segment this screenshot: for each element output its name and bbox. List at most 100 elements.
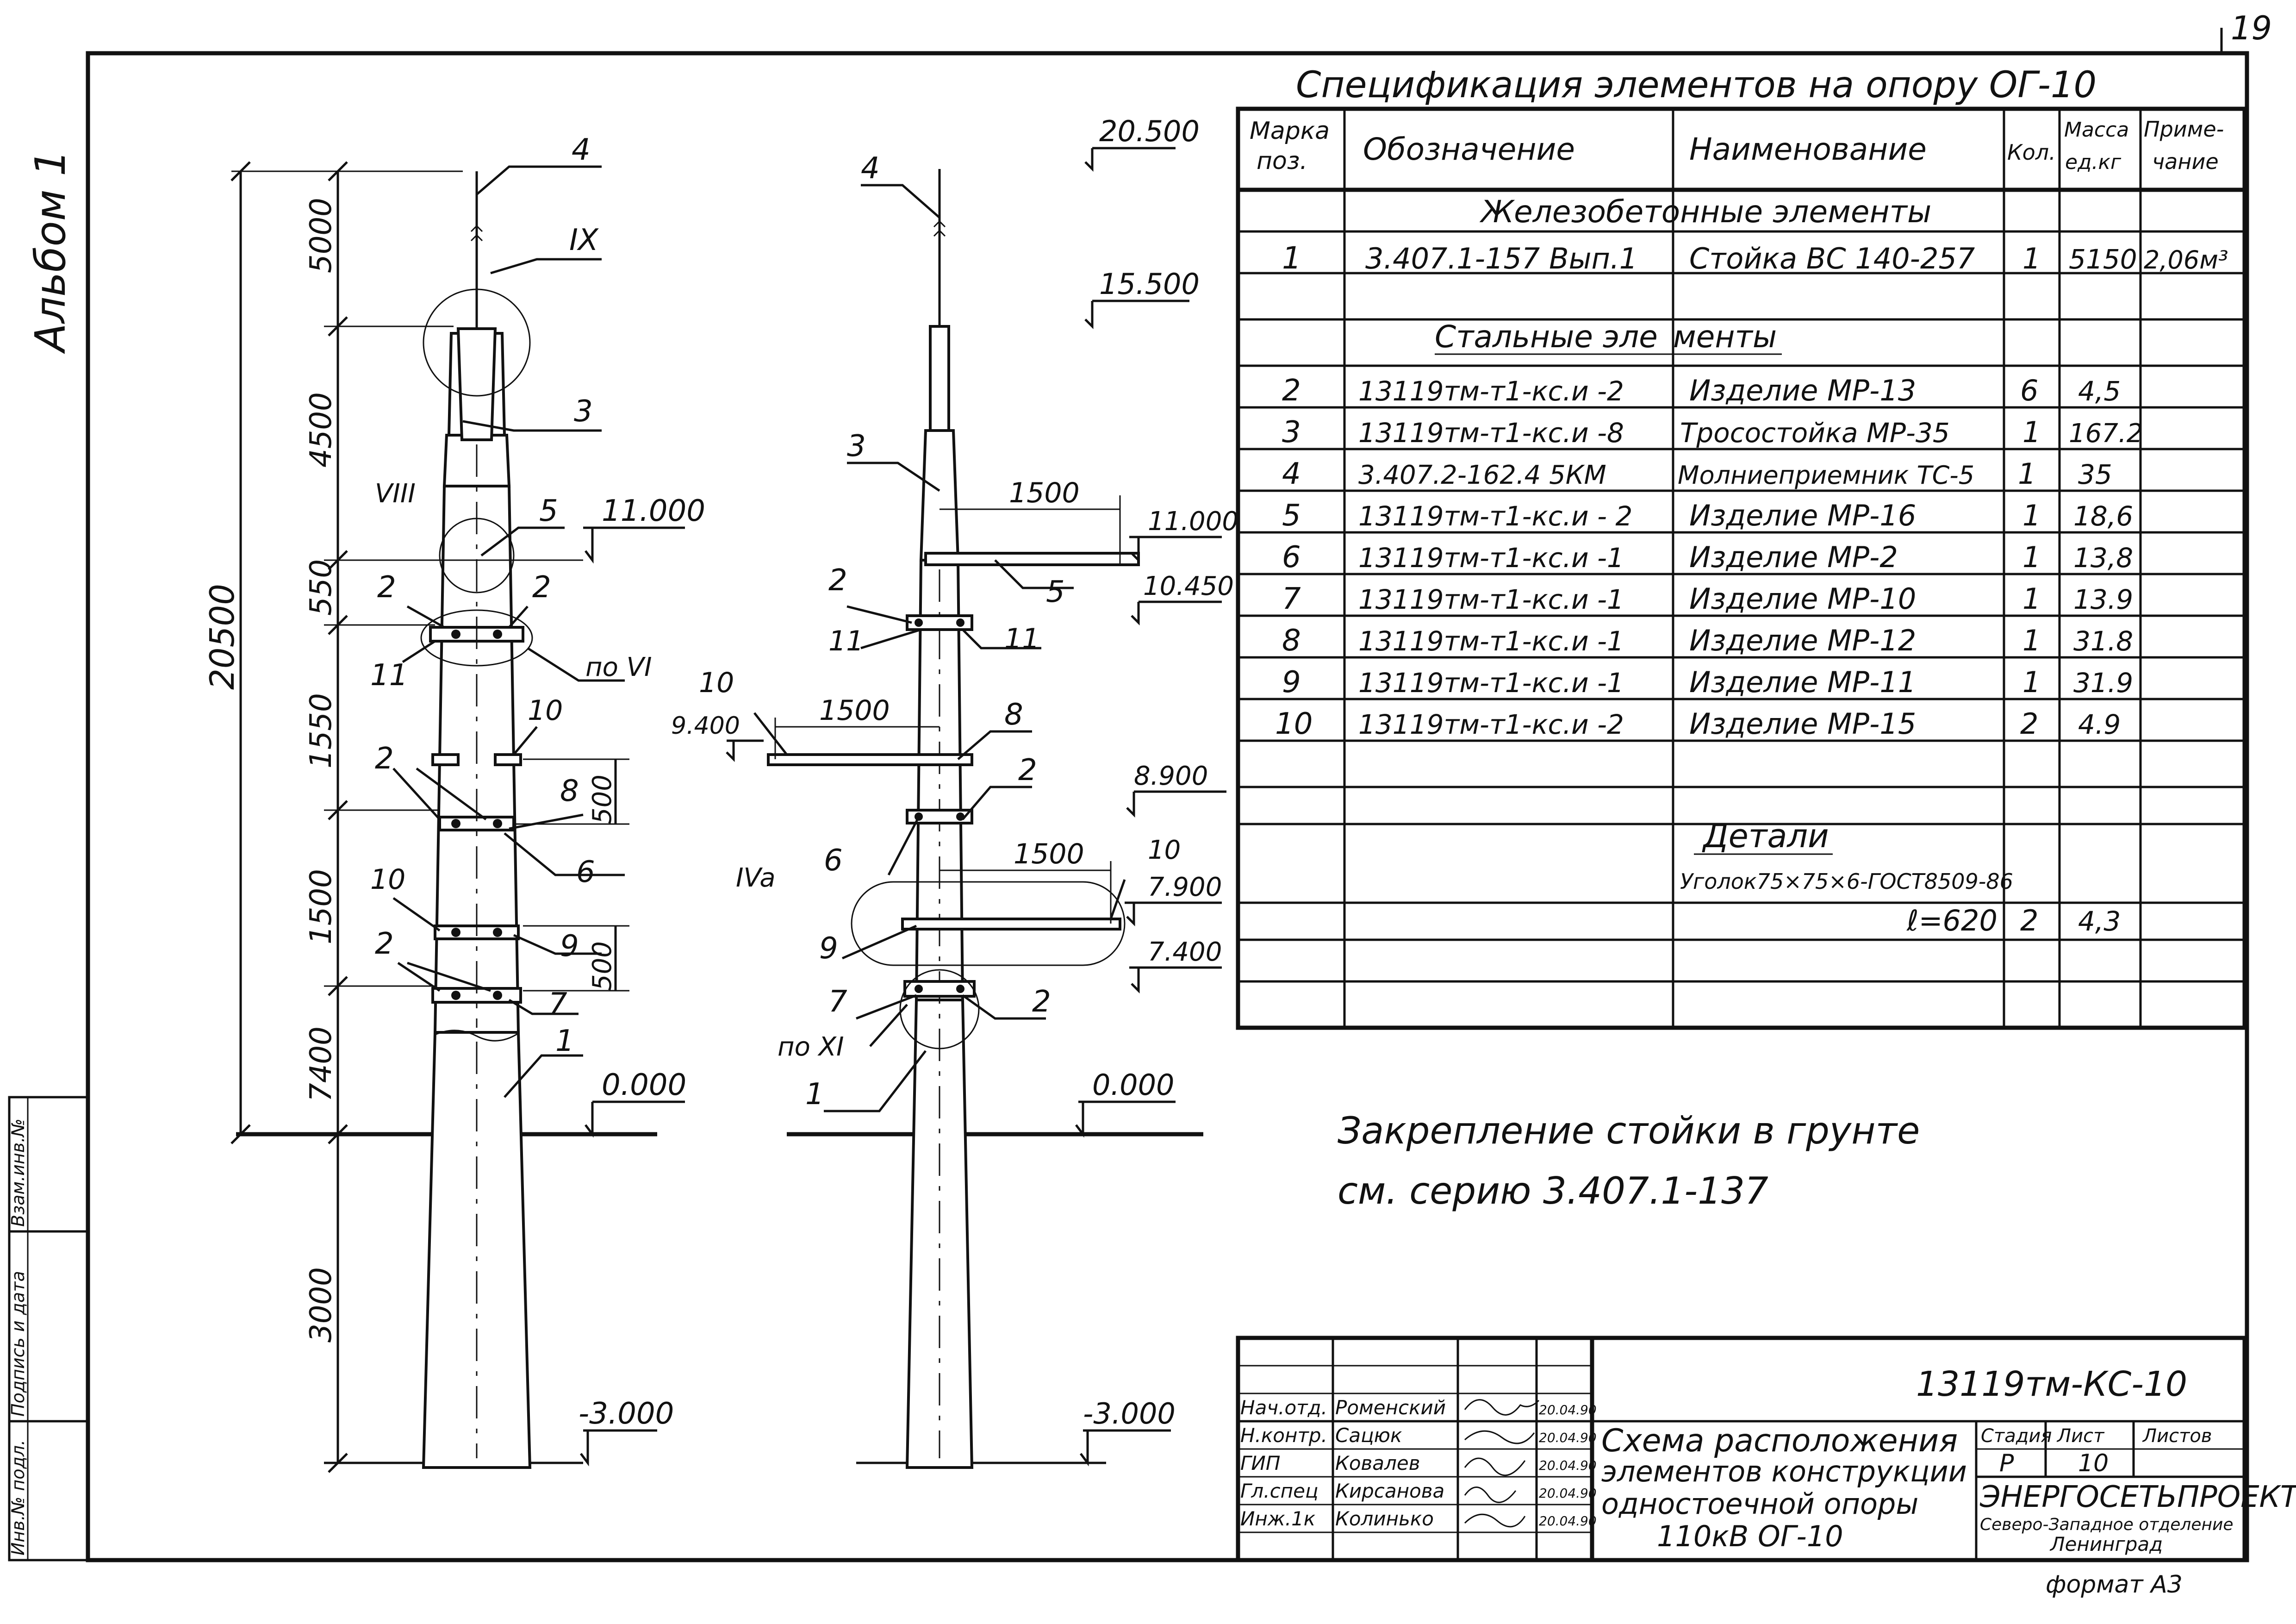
spec-cell-pos: 9: [1282, 665, 1301, 700]
right-callout-2c: 2: [1032, 985, 1051, 1019]
right-callout-11b: 11: [1004, 623, 1039, 655]
left-callout-8: 8: [560, 774, 579, 808]
right-elev-8900: 8.900: [1134, 761, 1208, 791]
spec-cell-qty: 1: [2022, 665, 2041, 699]
left-callout-2b: 2: [532, 570, 551, 605]
spec-table-grid: [1236, 106, 2247, 1030]
spec-row-steel-8: 8 13119тм-т1-кс.и -1 Изделие МР-12 1 31.…: [1282, 624, 2133, 658]
title-doc-code: 13119тм-КС-10: [1916, 1364, 2187, 1404]
left-callout-5: 5: [539, 494, 558, 528]
left-callout-7: 7: [548, 987, 567, 1021]
left-elev-bottom: -3.000: [579, 1397, 674, 1431]
spec-cell-note: 2,06м³: [2144, 245, 2228, 275]
spec-cell-mass: 31.9: [2073, 667, 2133, 699]
spec-row-steel-2: 2 13119тм-т1-кс.и -2 Изделие МР-13 6 4,5: [1282, 374, 2121, 408]
spec-cell-qty: 1: [2022, 624, 2041, 657]
spec-cell-name: Изделие МР-11: [1689, 665, 1916, 699]
signature-name: Сацюк: [1335, 1424, 1402, 1447]
title-sheets-label: Листов: [2142, 1425, 2212, 1447]
right-callout-10a: 10: [699, 667, 734, 699]
spec-cell-pos: 7: [1282, 582, 1301, 616]
spec-cell-pos: 3: [1282, 415, 1301, 450]
right-callout-2a: 2: [828, 563, 847, 598]
spec-cell-pos: 1: [1282, 240, 1301, 276]
sheet-frame: [86, 28, 2249, 1562]
spec-cell-pos: 6: [1282, 540, 1301, 575]
title-sheet-label: Лист: [2056, 1425, 2105, 1447]
left-node-IX: IX: [569, 223, 599, 257]
spec-row-steel-9: 9 13119тм-т1-кс.и -1 Изделие МР-11 1 31.…: [1282, 665, 2133, 700]
side-stamp-inv-podl: Инв.№ подл.: [8, 1440, 28, 1555]
spec-cell-mass: 35: [2078, 459, 2112, 490]
spec-cell-designation: 13119тм-т1-кс.и -1: [1358, 625, 1624, 657]
signature-row-4: Гл.спец Кирсанова 20.04.90: [1240, 1480, 1597, 1503]
left-pole-view: [230, 161, 685, 1473]
right-elev-11000: 11.000: [1148, 506, 1238, 537]
title-line-1: Схема расположения: [1601, 1423, 1958, 1459]
spec-cell-designation: 13119тм-т1-кс.и -1: [1358, 584, 1624, 615]
left-elev-top: 11.000: [602, 494, 705, 528]
left-dim-500-b: 500: [587, 941, 617, 991]
spec-detail-line-1: Уголок75×75×6-ГОСТ8509-86: [1680, 869, 2013, 894]
spec-row-steel-5: 5 13119тм-т1-кс.и - 2 Изделие МР-16 1 18…: [1282, 499, 2133, 533]
spec-cell-mass: 31.8: [2073, 625, 2133, 657]
spec-cell-qty: 1: [2022, 415, 2041, 449]
spec-cell-qty: 1: [2022, 582, 2041, 616]
right-elev-10450: 10.450: [1143, 571, 1234, 601]
spec-cell-designation: 13119тм-т1-кс.и -2: [1358, 375, 1624, 407]
spec-table-row-lines: [1238, 230, 2245, 983]
spec-row-steel-10: 10 13119тм-т1-кс.и -2 Изделие МР-15 2 4.…: [1275, 707, 2121, 741]
spec-header-marka-1: Марка: [1250, 117, 1330, 145]
spec-cell-name: Изделие МР-2: [1689, 540, 1898, 574]
right-elev-7400: 7.400: [1148, 937, 1222, 967]
left-callout-3: 3: [574, 394, 593, 429]
spec-cell-pos: 8: [1282, 624, 1301, 658]
right-callout-6: 6: [824, 843, 843, 878]
left-dim-1550: 1550: [304, 693, 338, 768]
left-dim-500-a: 500: [587, 775, 617, 824]
spec-detail-line-2: ℓ=620: [1906, 904, 1997, 937]
spec-title: Спецификация элементов на опору ОГ-10: [1296, 64, 2097, 106]
spec-cell-designation: 3.407.1-157 Вып.1: [1365, 242, 1637, 275]
spec-cell-pos: 4: [1282, 457, 1301, 491]
side-stamp: [8, 1096, 89, 1562]
signature-role: Н.контр.: [1240, 1424, 1327, 1447]
spec-header-qty: Кол.: [2007, 140, 2056, 165]
signature-name: Роменский: [1335, 1396, 1446, 1419]
left-callout-9: 9: [560, 929, 579, 963]
left-callout-6: 6: [576, 855, 595, 889]
side-stamp-podpis-data: Подпись и дата: [8, 1271, 28, 1417]
left-callout-10b: 10: [370, 863, 405, 896]
spec-header-mass-1: Масса: [2064, 118, 2129, 142]
spec-cell-name: Тросостойка МР-35: [1680, 417, 1950, 449]
title-org-city: Ленинград: [2049, 1533, 2163, 1555]
left-callout-10a: 10: [528, 694, 563, 727]
spec-header-name: Наименование: [1689, 131, 1927, 167]
title-org-branch: Северо-Западное отделение: [1980, 1515, 2234, 1534]
note-line-1: Закрепление стойки в грунте: [1338, 1109, 1920, 1152]
spec-cell-name: Изделие МР-13: [1689, 374, 1916, 407]
spec-row-steel-6: 6 13119тм-т1-кс.и -1 Изделие МР-2 1 13,8: [1282, 540, 2133, 575]
right-node-IVa: IVa: [736, 863, 776, 893]
spec-cell-mass: 167.2: [2069, 418, 2143, 449]
spec-cell-qty: 1: [2022, 540, 2041, 574]
spec-cell-qty: 1: [2018, 457, 2036, 491]
spec-cell-mass: 13,8: [2073, 542, 2133, 574]
left-callout-2d: 2: [375, 927, 394, 961]
right-pole-view: [726, 147, 1226, 1469]
right-callout-8: 8: [1004, 698, 1023, 732]
right-node-po-XI: по XI: [778, 1032, 844, 1062]
spec-cell-qty: 6: [2020, 374, 2038, 407]
left-callout-2a: 2: [377, 570, 396, 605]
right-elev-7900: 7.900: [1148, 872, 1222, 902]
right-callout-3: 3: [847, 429, 866, 463]
right-callout-7: 7: [828, 985, 847, 1019]
corner-page-mark: 19: [2231, 9, 2272, 47]
title-line-2: элементов конструкции: [1601, 1455, 1967, 1488]
signature-date: 20.04.90: [1539, 1458, 1597, 1473]
left-dim-7400: 7400: [304, 1026, 338, 1102]
album-label: Альбом 1: [26, 150, 75, 354]
spec-cell-mass: 4,5: [2078, 375, 2121, 407]
right-callout-5: 5: [1046, 575, 1065, 609]
